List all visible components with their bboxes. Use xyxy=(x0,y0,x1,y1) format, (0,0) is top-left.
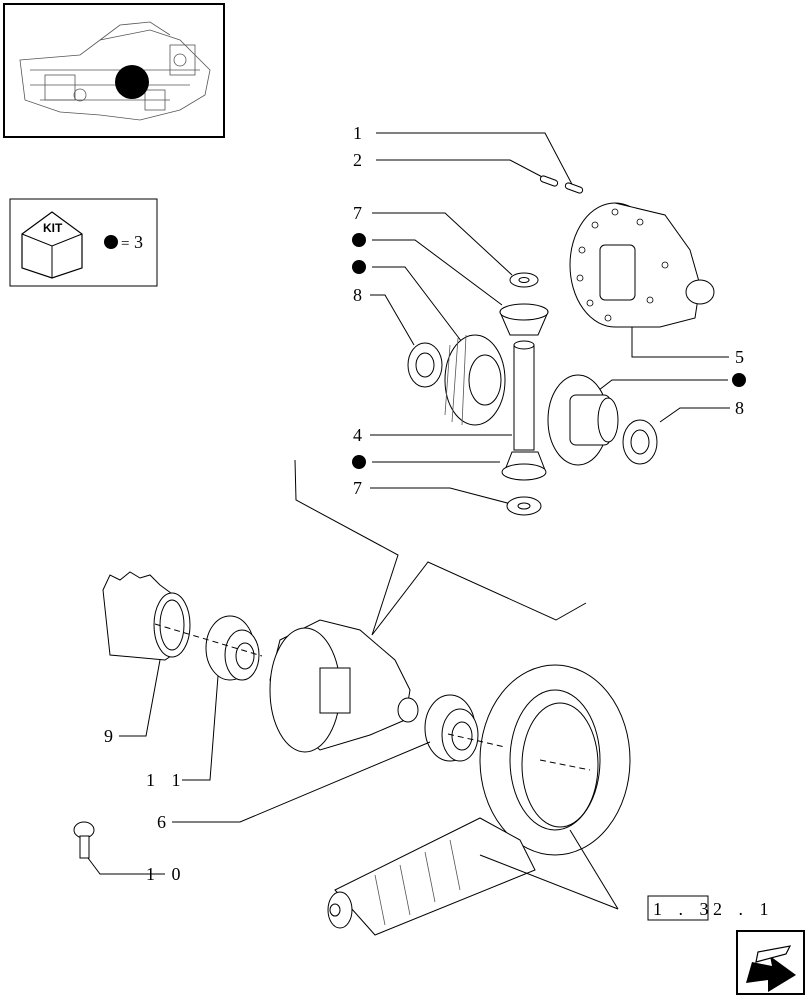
callout-9: 9 xyxy=(104,726,113,746)
kit-label: KIT xyxy=(43,221,63,235)
callout-4: 4 xyxy=(353,425,362,445)
reference-link[interactable]: 1 . 3 2 . 1 xyxy=(647,895,775,921)
callout-10: 1 0 xyxy=(146,864,187,884)
svg-text:=: = xyxy=(121,236,129,252)
bearing-left xyxy=(205,615,260,681)
callout-5: 5 xyxy=(735,347,744,367)
callout-11: 1 1 xyxy=(146,770,187,790)
callout-7a: 7 xyxy=(353,203,362,223)
kit-markers xyxy=(352,233,746,469)
crown-wheel xyxy=(479,664,631,856)
pin-parts xyxy=(539,175,584,194)
kit-bullet-icon xyxy=(104,235,118,249)
bevel-gears xyxy=(407,272,658,516)
kit-quantity: 3 xyxy=(134,232,143,252)
reference-boxed: 1 . 3 xyxy=(653,899,715,919)
callout-2: 2 xyxy=(353,150,362,170)
callout-6: 6 xyxy=(157,812,166,832)
kit-cube-icon xyxy=(21,211,83,279)
gear-sleeve xyxy=(102,571,191,661)
kit-legend: KIT = 3 xyxy=(9,198,158,287)
reference-suffix: 2 . 1 xyxy=(713,899,775,919)
exploded-connector-line xyxy=(294,459,587,636)
bolt xyxy=(73,821,95,859)
callout-7b: 7 xyxy=(353,478,362,498)
callout-1: 1 xyxy=(353,123,362,143)
callout-8a: 8 xyxy=(353,285,362,305)
differential-assembly-lower xyxy=(269,619,419,753)
bearing-right xyxy=(424,694,479,762)
callout-8b: 8 xyxy=(735,398,744,418)
assembly-location-thumbnail xyxy=(3,3,225,138)
next-page-arrow-icon[interactable] xyxy=(736,930,805,995)
differential-housing xyxy=(569,202,715,328)
pinion-shaft xyxy=(327,817,536,936)
